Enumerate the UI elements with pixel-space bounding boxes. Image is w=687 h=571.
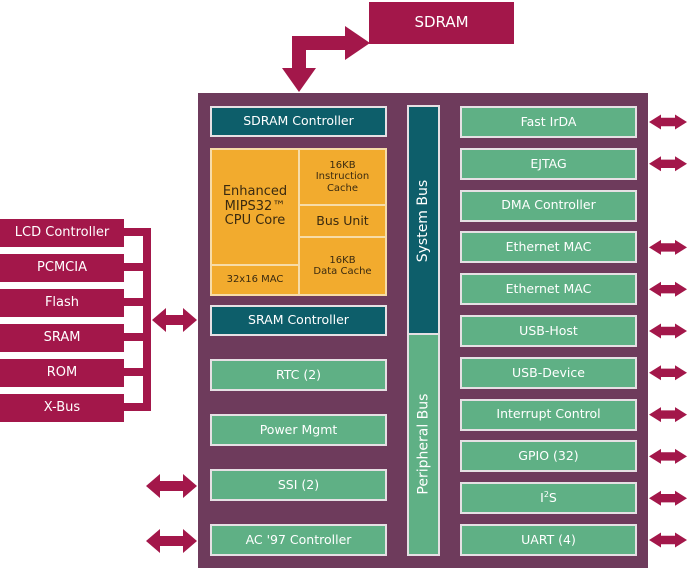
peripheral-bus-label: Peripheral Bus <box>415 393 432 496</box>
sdram-link-arrow-right-head <box>345 26 370 60</box>
peripheral-bus: Peripheral Bus <box>407 333 440 556</box>
bracket-stub <box>124 298 151 306</box>
external-io-arrow <box>649 281 687 297</box>
bracket-stub <box>124 368 151 376</box>
external-io-arrow <box>649 448 687 464</box>
cpu-core-line-2: MIPS32™ <box>224 198 286 214</box>
i2s-label: I2S <box>540 490 557 506</box>
peripheral-block-fast-irda: Fast IrDA <box>460 106 637 138</box>
sdram-link-arrow-down-head <box>282 68 316 92</box>
external-io-arrow <box>649 156 687 172</box>
external-device-flash: Flash <box>0 289 124 317</box>
cpu-core-line-3: CPU Core <box>224 213 286 229</box>
left-bus-bracket <box>143 228 151 410</box>
system-bus: System Bus <box>407 105 440 337</box>
power-mgmt-block: Power Mgmt <box>210 414 387 446</box>
external-io-arrow <box>649 239 687 255</box>
peripheral-block-ejtag: EJTAG <box>460 147 637 180</box>
dcache-block: 16KB Data Cache <box>298 236 387 296</box>
bracket-stub <box>124 263 151 271</box>
peripheral-block-i2s: I2S <box>460 482 637 515</box>
left-devices-arrow <box>152 308 197 332</box>
icache-label: Instruction Cache <box>315 171 370 194</box>
external-device-x-bus: X-Bus <box>0 394 124 422</box>
ssi-block: SSI (2) <box>210 469 387 501</box>
peripheral-block-ethernet-mac: Ethernet MAC <box>460 273 637 306</box>
peripheral-block-gpio-32-: GPIO (32) <box>460 440 637 473</box>
peripheral-block-interrupt-control: Interrupt Control <box>460 398 637 431</box>
external-io-arrow <box>649 532 687 548</box>
sdram-link-path <box>292 36 348 70</box>
sdram-controller-block: SDRAM Controller <box>210 106 387 137</box>
dcache-size: 16KB <box>329 254 356 266</box>
peripheral-block-usb-host: USB-Host <box>460 315 637 347</box>
icache-block: 16KB Instruction Cache <box>298 148 387 206</box>
bracket-stub <box>124 333 151 341</box>
external-device-pcmcia: PCMCIA <box>0 254 124 282</box>
ssi-external-arrow <box>146 474 197 498</box>
rtc-block: RTC (2) <box>210 359 387 391</box>
peripheral-block-dma-controller: DMA Controller <box>460 189 637 222</box>
external-device-lcd-controller: LCD Controller <box>0 219 124 247</box>
dcache-label: Data Cache <box>313 266 372 277</box>
system-bus-label: System Bus <box>415 179 432 263</box>
external-io-arrow <box>649 323 687 339</box>
bus-unit-block: Bus Unit <box>298 204 387 238</box>
sdram-chip: SDRAM <box>369 2 514 44</box>
left-bracket-stubs <box>124 228 151 411</box>
external-device-rom: ROM <box>0 359 124 387</box>
peripheral-block-ethernet-mac: Ethernet MAC <box>460 231 637 264</box>
external-io-arrow <box>649 407 687 423</box>
external-io-arrow <box>649 490 687 506</box>
external-io-arrow <box>649 365 687 381</box>
cpu-core-line-1: Enhanced <box>222 183 288 199</box>
bracket-stub <box>124 228 151 236</box>
mac-block: 32x16 MAC <box>210 264 300 296</box>
icache-size: 16KB <box>329 159 356 171</box>
cpu-core-block: Enhanced MIPS32™ CPU Core <box>210 148 300 266</box>
external-io-arrow <box>649 114 687 130</box>
external-device-sram: SRAM <box>0 324 124 352</box>
sram-controller-block: SRAM Controller <box>210 305 387 336</box>
ac97-controller-block: AC '97 Controller <box>210 524 387 556</box>
peripheral-block-uart-4-: UART (4) <box>460 524 637 556</box>
peripheral-block-usb-device: USB-Device <box>460 356 637 389</box>
bracket-stub <box>124 403 151 411</box>
ac97-external-arrow <box>146 529 197 553</box>
